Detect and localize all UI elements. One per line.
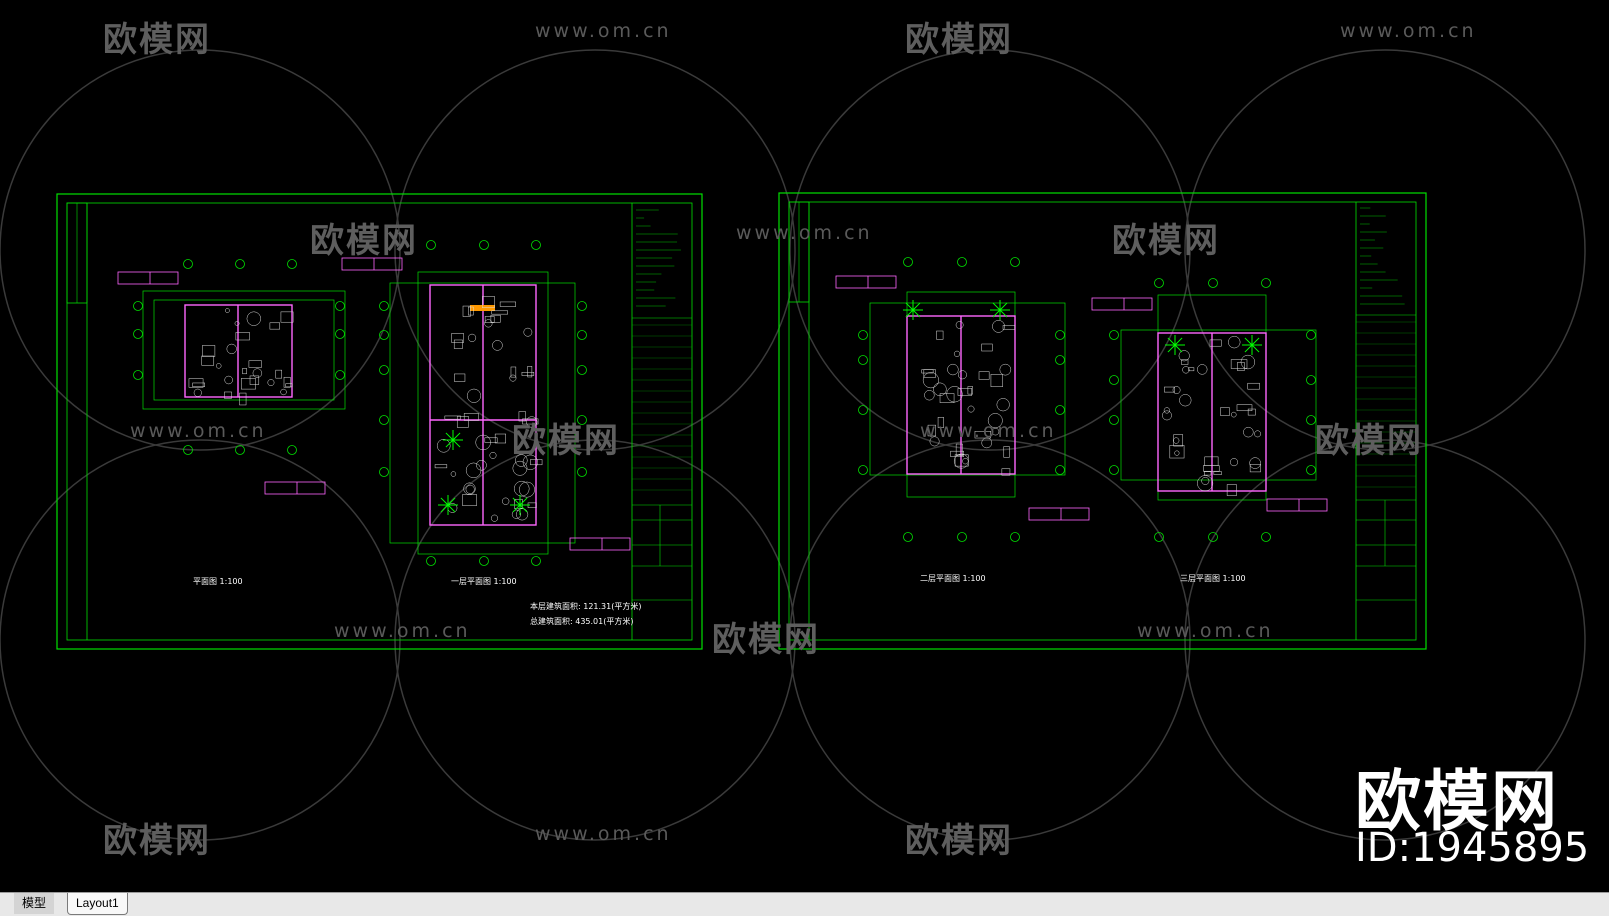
watermark-logo: 欧模网 — [512, 413, 620, 462]
watermark-logo: 欧模网 — [712, 612, 820, 661]
watermark-url: www.om.cn — [736, 222, 873, 244]
watermark-logo: 欧模网 — [1315, 413, 1423, 462]
watermark-logo: 欧模网 — [310, 213, 418, 262]
watermark-url: www.om.cn — [1340, 20, 1477, 42]
plan-label: 二层平面图 1:100 — [920, 573, 986, 584]
area-note: 本层建筑面积: 121.31(平方米) — [530, 601, 641, 612]
plan-label: 三层平面图 1:100 — [1180, 573, 1246, 584]
watermark-url: www.om.cn — [334, 620, 471, 642]
watermark-id: ID:1945895 — [1355, 825, 1589, 871]
cad-model-space[interactable]: 欧模网 www.om.cn 欧模网 www.om.cn 欧模网 www.om.c… — [0, 0, 1609, 892]
tab-model[interactable]: 模型 — [14, 893, 54, 914]
watermark-url: www.om.cn — [535, 823, 672, 845]
watermark-logo: 欧模网 — [905, 813, 1013, 862]
watermark-url: www.om.cn — [1137, 620, 1274, 642]
watermark-url: www.om.cn — [130, 420, 267, 442]
watermark-logo: 欧模网 — [103, 813, 211, 862]
layout-tab-bar: 模型 Layout1 — [0, 892, 1609, 916]
watermark-logo: 欧模网 — [905, 12, 1013, 61]
plan-label: 一层平面图 1:100 — [451, 576, 517, 587]
watermark-logo: 欧模网 — [103, 12, 211, 61]
watermark-url: www.om.cn — [920, 420, 1057, 442]
watermark-url: www.om.cn — [535, 20, 672, 42]
watermark-logo: 欧模网 — [1112, 213, 1220, 262]
plan-label: 平面图 1:100 — [193, 576, 243, 587]
tab-layout1[interactable]: Layout1 — [67, 893, 128, 915]
area-note: 总建筑面积: 435.01(平方米) — [530, 616, 633, 627]
